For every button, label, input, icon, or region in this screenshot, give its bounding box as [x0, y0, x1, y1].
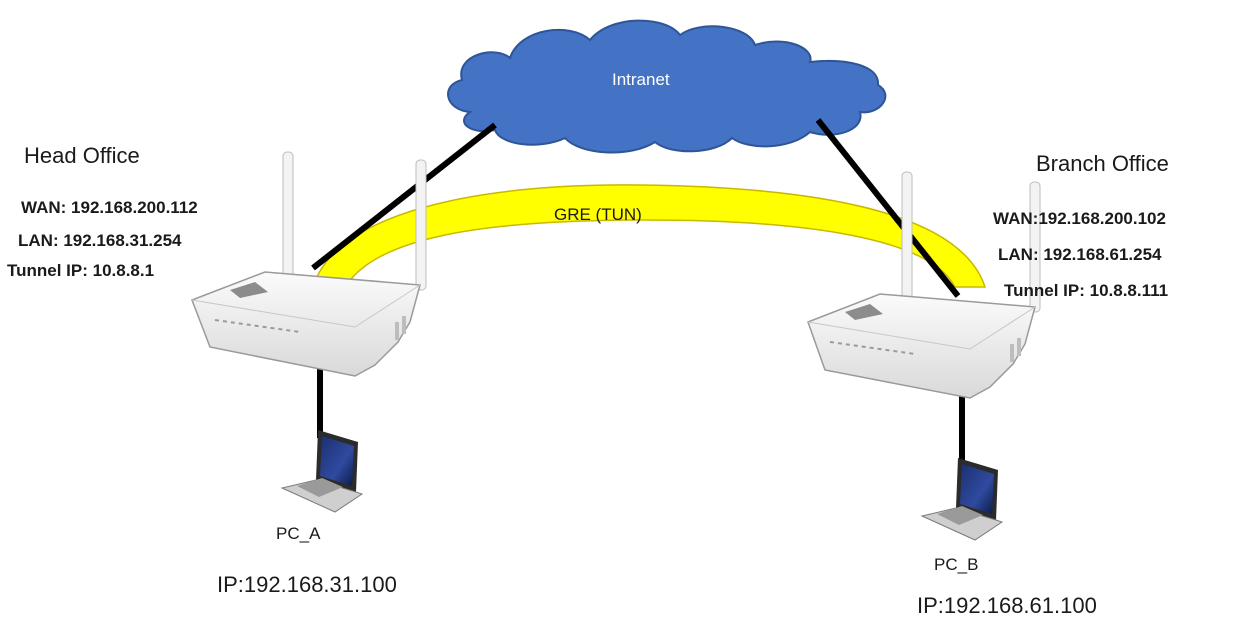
pc-b-laptop-icon	[920, 458, 1004, 541]
pc-a-laptop-icon	[280, 430, 364, 513]
head-office-lan: LAN: 192.168.31.254	[18, 231, 182, 250]
intranet-cloud-icon	[447, 19, 887, 154]
link-branch-to-cloud	[815, 118, 961, 298]
branch-office-tunnel-ip: Tunnel IP: 10.8.8.111	[1004, 281, 1169, 300]
pc-a-ip: IP:192.168.31.100	[217, 572, 397, 597]
pc-b-ip: IP:192.168.61.100	[917, 593, 1097, 618]
head-office-tunnel-ip: Tunnel IP: 10.8.8.1	[7, 261, 155, 280]
gre-tunnel-arc	[311, 184, 987, 292]
head-office-title: Head Office	[24, 143, 140, 168]
pc-b-name: PC_B	[934, 555, 979, 574]
tunnel-label: GRE (TUN)	[554, 205, 642, 224]
head-office-wan: WAN: 192.168.200.112	[21, 198, 198, 217]
head-office-router-icon	[191, 151, 427, 377]
cloud-label: Intranet	[612, 70, 670, 89]
branch-office-title: Branch Office	[1036, 151, 1169, 176]
branch-office-lan: LAN: 192.168.61.254	[998, 245, 1162, 264]
link-head-to-cloud	[311, 122, 497, 271]
branch-office-router-icon	[807, 171, 1041, 399]
branch-office-wan: WAN:192.168.200.102	[993, 209, 1166, 228]
pc-a-name: PC_A	[276, 524, 321, 543]
